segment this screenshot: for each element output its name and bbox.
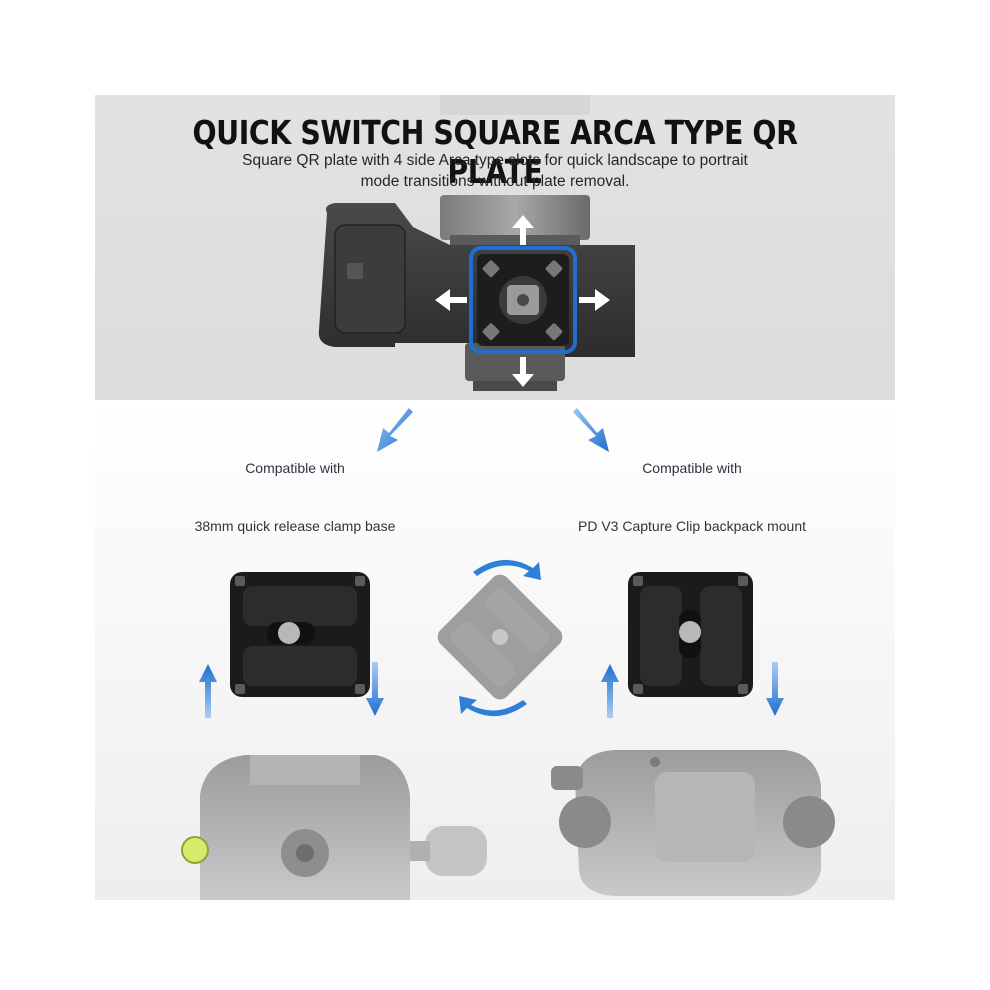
qr-plate-highlight [469,246,577,354]
battery-latch [347,263,363,279]
subtitle-line-1: Square QR plate with 4 side Arca type sl… [242,152,748,169]
center-rotating-plate [437,574,563,700]
arrow-right-icon [579,289,610,311]
rotate-arrow-bottom-icon [459,696,527,717]
pointer-arrow-left-icon [377,408,413,452]
slide-up-arrow-right-icon [601,664,619,718]
qr-plate-screw [517,294,529,306]
rotate-arrow-top-icon [473,559,541,580]
qr-plate-corner-tl [482,260,500,278]
arrow-down-icon [512,357,534,387]
page-title: QUICK SWITCH SQUARE ARCA TYPE QR PLATE [192,113,798,191]
battery-door [334,224,406,334]
compatibility-section: Compatible with 38mm quick release clamp… [95,400,895,900]
lens-shadow [440,95,590,115]
qr-plate-corner-tr [545,260,563,278]
pointer-arrow-right-icon [573,408,609,452]
qr-plate-corner-br [545,323,563,341]
lens-barrel [440,195,590,240]
subtitle-line-2: mode transitions without plate removal. [360,173,630,190]
hero-section: QUICK SWITCH SQUARE ARCA TYPE QR PLATE S… [95,95,895,400]
arrow-up-icon [512,215,534,245]
clamp-base-illustration [181,755,487,900]
left-product-label: 38mm quick release clamp base [194,518,396,534]
page-subtitle: Square QR plate with 4 side Arca type sl… [95,150,895,192]
left-qr-plate [230,572,370,697]
arrow-left-icon [435,289,467,311]
slide-up-arrow-left-icon [199,664,217,718]
right-qr-plate [628,572,753,697]
right-product-label: PD V3 Capture Clip backpack mount [578,518,806,534]
left-compatible-label: Compatible with [245,460,345,476]
compatibility-illustration [181,408,835,900]
camera-illustration [318,95,635,391]
capture-clip-illustration [551,750,835,896]
right-compatible-label: Compatible with [642,460,742,476]
slide-down-arrow-right-icon [766,662,784,716]
qr-plate-corner-bl [482,323,500,341]
slide-down-arrow-left-icon [366,662,384,716]
camera-base-lip [473,381,557,391]
